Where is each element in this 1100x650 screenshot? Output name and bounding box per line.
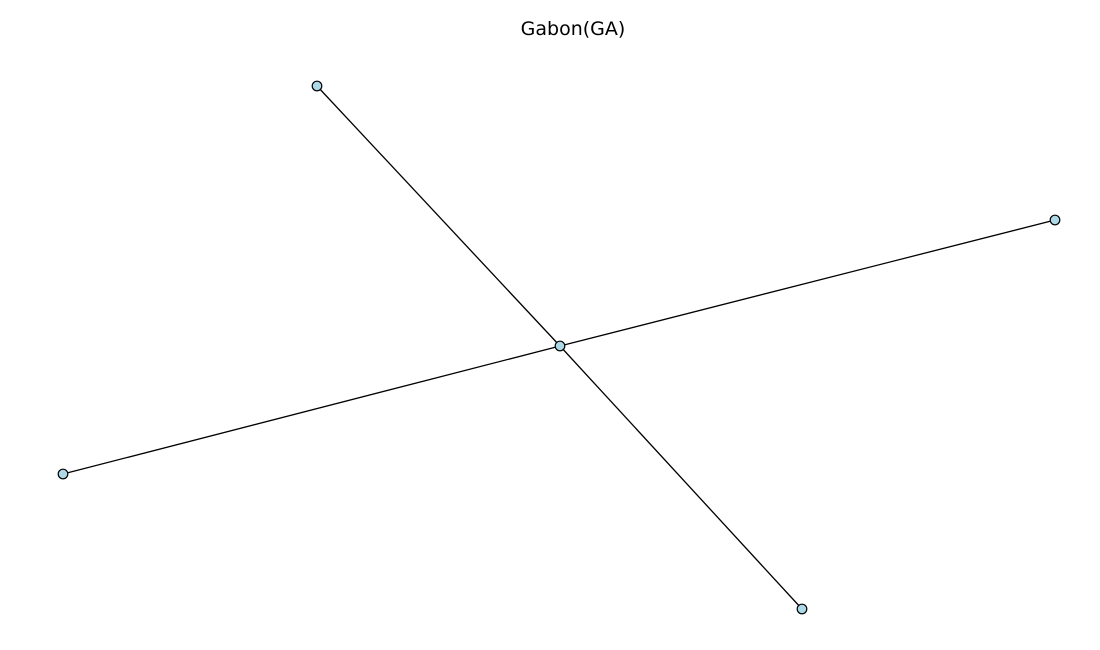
edge-center-bottom [559, 345, 803, 610]
graph-title: Gabon(GA) [520, 18, 626, 40]
node-bottom [796, 603, 808, 615]
node-center [554, 340, 566, 352]
edge-left-center [62, 345, 561, 475]
edge-top-left-center [316, 85, 561, 347]
node-left [57, 468, 69, 480]
node-right [1049, 214, 1061, 226]
edge-layer [62, 85, 1056, 610]
node-top-left [311, 80, 323, 92]
edge-center-right [559, 219, 1056, 347]
node-layer [57, 80, 1061, 615]
